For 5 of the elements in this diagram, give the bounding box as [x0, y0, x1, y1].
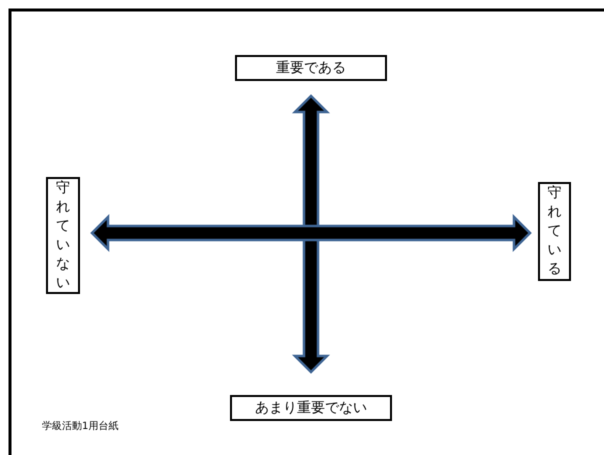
- label-box: あまり重要でない: [230, 395, 392, 421]
- label-box: 守れていない: [46, 177, 80, 294]
- footer-note: 学級活動1用台紙: [42, 420, 118, 433]
- label-box: 重要である: [235, 55, 387, 81]
- label-box: 守れている: [538, 182, 571, 281]
